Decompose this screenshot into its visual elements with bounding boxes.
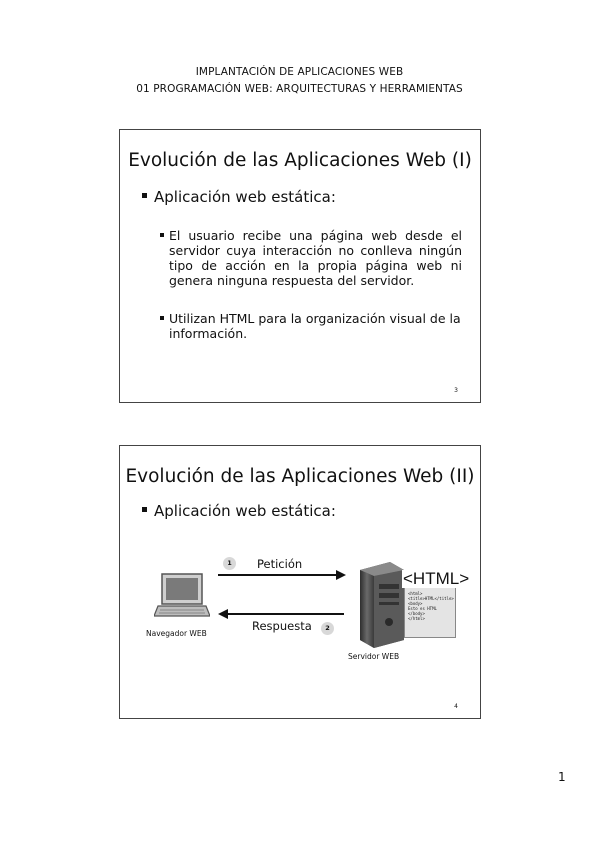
bullet-square-icon bbox=[160, 316, 164, 320]
request-label: Petición bbox=[257, 557, 303, 571]
response-step-badge: 2 bbox=[321, 622, 334, 635]
laptop-icon bbox=[154, 573, 210, 617]
sub-bullet-2: Utilizan HTML para la organización visua… bbox=[160, 311, 462, 341]
slide-title: Evolución de las Aplicaciones Web (I) bbox=[128, 150, 472, 171]
request-arrow bbox=[218, 570, 346, 580]
slide-page-number: 3 bbox=[454, 387, 458, 394]
document-header-subtitle: 01 PROGRAMACIÓN WEB: ARQUITECTURAS Y HER… bbox=[136, 83, 463, 95]
client-label: Navegador WEB bbox=[146, 629, 207, 638]
request-step-badge: 1 bbox=[223, 557, 236, 570]
arrows-diagram bbox=[218, 570, 346, 619]
slide-3: Evolución de las Aplicaciones Web (I) Ap… bbox=[119, 129, 481, 403]
server-label: Servidor WEB bbox=[348, 652, 400, 661]
document-header-title: IMPLANTACIÓN DE APLICACIONES WEB bbox=[195, 66, 404, 78]
bullet-square-icon bbox=[142, 193, 147, 198]
response-label: Respuesta bbox=[252, 619, 312, 633]
slide-title: Evolución de las Aplicaciones Web (II) bbox=[125, 466, 475, 487]
bullet-square-icon bbox=[160, 233, 164, 237]
server-icon bbox=[360, 562, 404, 648]
page-number: 1 bbox=[558, 770, 566, 784]
slide-bullet: Aplicación web estática: bbox=[142, 188, 336, 206]
html-code-lines: <html> <title>HTML</title> <body> Esto e… bbox=[408, 591, 454, 621]
bullet-square-icon bbox=[142, 507, 147, 512]
slide-4: Evolución de las Aplicaciones Web (II) A… bbox=[119, 445, 481, 719]
sub-bullet-1: El usuario recibe una página web desde e… bbox=[160, 228, 462, 288]
response-arrow bbox=[218, 609, 344, 619]
slide-page-number: 4 bbox=[454, 703, 458, 710]
slide-bullet: Aplicación web estática: bbox=[142, 502, 336, 520]
html-tag-label: <HTML> bbox=[402, 569, 471, 588]
